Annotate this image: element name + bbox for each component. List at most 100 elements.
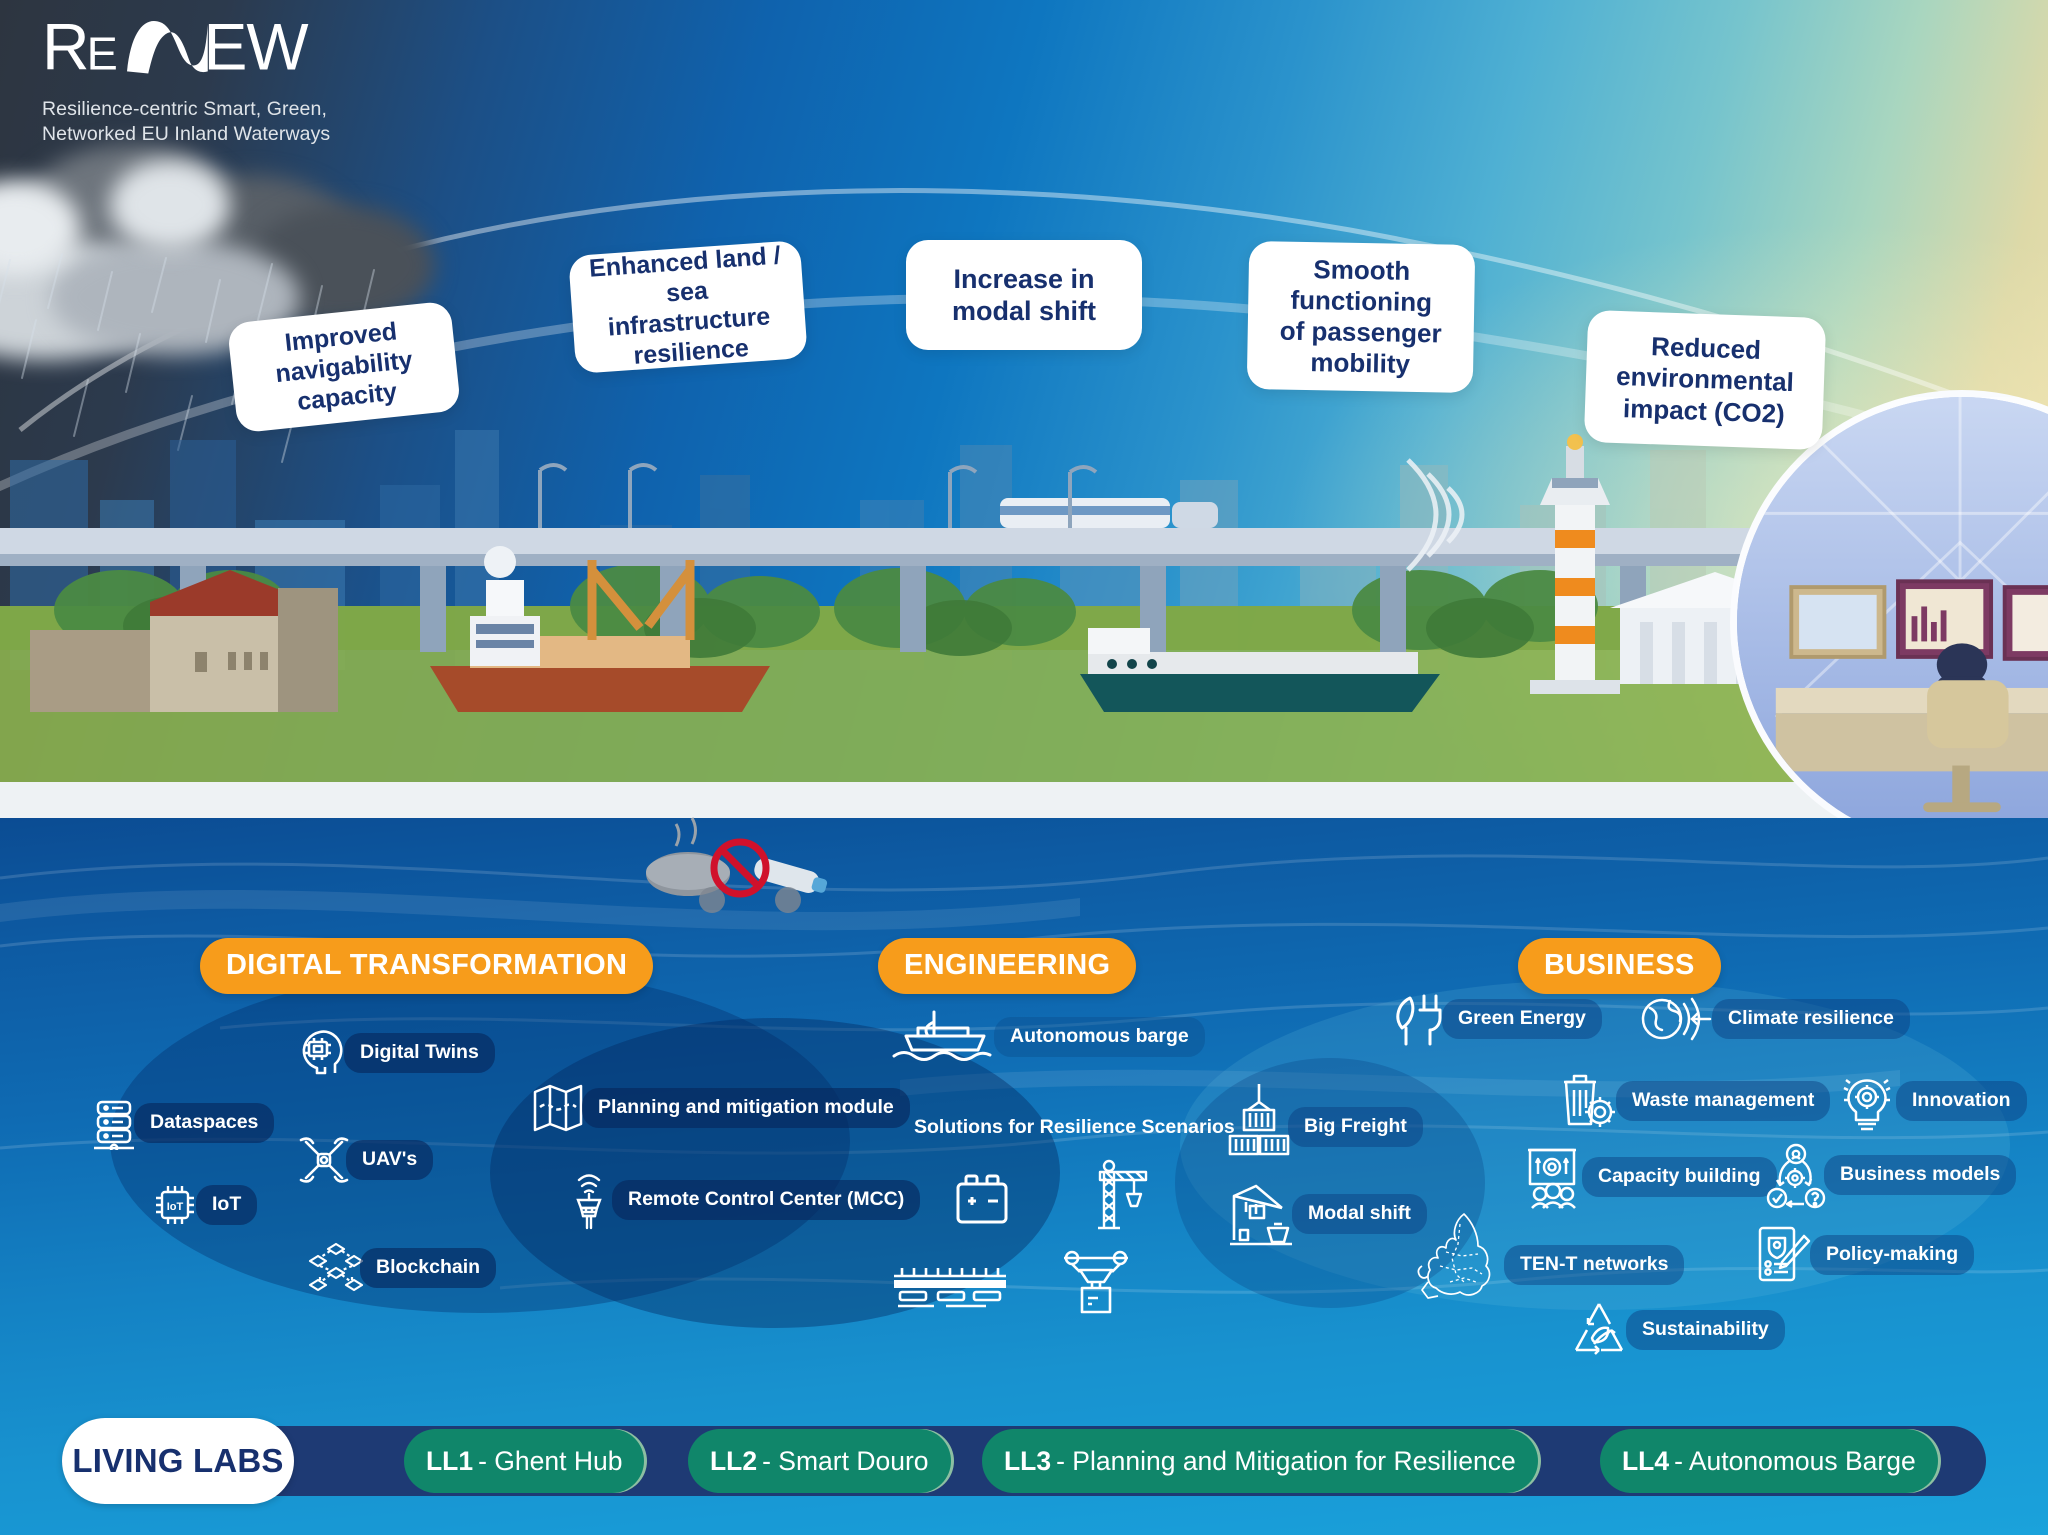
cluster-blob-business xyxy=(1180,980,2010,1310)
tagline-line-2: Networked EU Inland Waterways xyxy=(42,122,331,145)
item-label: TEN-T networks xyxy=(1504,1245,1685,1285)
ll-name: - Planning and Mitigation for Resilience xyxy=(1056,1445,1516,1476)
item-policy-making[interactable]: Policy-making xyxy=(1752,1222,1975,1288)
tower-crane-icon xyxy=(1098,1159,1148,1230)
drone-quadcopter-icon xyxy=(299,1137,349,1183)
training-board-icon xyxy=(1528,1148,1576,1209)
europe-map-icon xyxy=(1417,1213,1491,1299)
bridge-icon xyxy=(894,1268,1006,1308)
item-label: Policy-making xyxy=(1810,1235,1975,1275)
ll-code: LL3 xyxy=(1004,1445,1052,1476)
item-label: Solutions for Resilience Scenarios xyxy=(914,1116,1235,1138)
cycle-persons-icon xyxy=(1766,1143,1826,1209)
item-label: Digital Twins xyxy=(344,1033,495,1073)
item-iot[interactable]: IoT IoT xyxy=(150,1180,258,1230)
item-label: Innovation xyxy=(1896,1081,2027,1121)
logo-tagline: Resilience-centric Smart, Green, Network… xyxy=(42,97,462,146)
water-surface-waves xyxy=(0,854,2048,1294)
item-label: Autonomous barge xyxy=(994,1017,1205,1057)
item-label: Modal shift xyxy=(1292,1194,1427,1234)
item-green-energy[interactable]: Green Energy xyxy=(1388,988,1602,1050)
item-label: Planning and mitigation module xyxy=(582,1088,910,1128)
bin-gear-icon xyxy=(1564,1074,1615,1127)
container-stack-icon xyxy=(1228,1084,1290,1156)
ll-name: - Autonomous Barge xyxy=(1674,1445,1916,1476)
no-pollution-sign xyxy=(646,817,828,913)
category-pill-business[interactable]: BUSINESS xyxy=(1518,938,1721,994)
leaf-plug-icon xyxy=(1396,994,1442,1046)
head-chip-icon xyxy=(302,1030,343,1075)
remote-control-room-circle xyxy=(1730,390,2048,854)
item-capacity-building[interactable]: Capacity building xyxy=(1522,1142,1777,1212)
item-ten-t-networks[interactable]: TEN-T networks xyxy=(1412,1210,1685,1320)
item-innovation[interactable]: Innovation xyxy=(1838,1068,2027,1134)
item-climate-resilience[interactable]: Climate resilience xyxy=(1640,988,1910,1050)
delivery-drone-icon xyxy=(1064,1250,1128,1314)
control-tower-icon xyxy=(576,1174,602,1230)
ll-code: LL4 xyxy=(1622,1445,1670,1476)
living-labs-title: LIVING LABS xyxy=(62,1418,294,1504)
living-lab-pill-ll1[interactable]: LL1 - Ghent Hub xyxy=(404,1429,645,1493)
item-remote-control-center[interactable]: Remote Control Center (MCC) xyxy=(562,1170,921,1230)
item-label: Waste management xyxy=(1616,1081,1831,1121)
svg-text:R: R xyxy=(42,14,89,82)
ll-name: - Ghent Hub xyxy=(478,1445,623,1476)
item-autonomous-barge[interactable]: Autonomous barge xyxy=(888,1006,1205,1068)
item-digital-twins[interactable]: Digital Twins xyxy=(294,1026,495,1080)
folded-map-icon xyxy=(533,1084,583,1132)
server-stack-icon xyxy=(94,1100,134,1150)
port-crane-icon xyxy=(1230,1184,1292,1246)
svg-text:IoT: IoT xyxy=(167,1201,184,1213)
item-label: UAV's xyxy=(346,1140,434,1180)
svg-text:E: E xyxy=(87,27,118,79)
storm-cloud xyxy=(0,120,520,420)
lightbulb-gear-icon xyxy=(1843,1079,1891,1131)
blockchain-nodes-icon xyxy=(308,1242,364,1292)
item-dataspaces[interactable]: Dataspaces xyxy=(88,1096,275,1150)
item-modal-shift[interactable]: Modal shift xyxy=(1226,1178,1427,1250)
item-label: Sustainability xyxy=(1626,1310,1785,1350)
item-label: Big Freight xyxy=(1288,1107,1423,1147)
item-label: Remote Control Center (MCC) xyxy=(612,1180,921,1220)
barge-vessel-icon xyxy=(892,1010,992,1061)
cluster-blob-business-2 xyxy=(1175,1058,1485,1308)
item-waste-management[interactable]: Waste management xyxy=(1556,1068,1831,1134)
item-big-freight[interactable]: Big Freight xyxy=(1226,1082,1423,1172)
item-business-models[interactable]: Business models xyxy=(1762,1140,2017,1210)
svg-text:EW: EW xyxy=(204,14,309,82)
item-uavs[interactable]: UAV's xyxy=(298,1134,434,1186)
item-label: Business models xyxy=(1824,1155,2017,1195)
ll-code: LL2 xyxy=(710,1445,758,1476)
category-pill-engineering[interactable]: ENGINEERING xyxy=(878,938,1137,994)
battery-icon xyxy=(956,1174,1008,1224)
item-planning-mitigation-module[interactable]: Planning and mitigation module xyxy=(530,1080,910,1136)
recycle-leaf-icon xyxy=(1574,1303,1624,1355)
globe-waves-icon xyxy=(1641,997,1712,1041)
item-label: Green Energy xyxy=(1442,999,1602,1039)
item-label: Dataspaces xyxy=(134,1103,275,1143)
renew-logo: R E EW Resilience-centric Smart, Green, … xyxy=(42,9,462,146)
living-lab-pill-ll2[interactable]: LL2 - Smart Douro xyxy=(688,1429,951,1493)
living-lab-pill-ll4[interactable]: LL4 - Autonomous Barge xyxy=(1600,1429,1938,1493)
item-solutions-resilience-scenarios[interactable]: Solutions for Resilience Scenarios xyxy=(902,1108,1251,1148)
iot-chip-icon: IoT xyxy=(156,1186,194,1224)
item-label: Blockchain xyxy=(360,1248,497,1288)
item-label: IoT xyxy=(196,1185,258,1225)
item-label: Capacity building xyxy=(1582,1157,1777,1197)
item-label: Climate resilience xyxy=(1712,999,1910,1039)
category-pill-digital-transformation[interactable]: DIGITAL TRANSFORMATION xyxy=(200,938,654,994)
tagline-line-1: Resilience-centric Smart, Green, xyxy=(42,98,327,120)
living-lab-pill-ll3[interactable]: LL3 - Planning and Mitigation for Resili… xyxy=(982,1429,1538,1493)
item-blockchain[interactable]: Blockchain xyxy=(308,1240,497,1296)
policy-document-icon xyxy=(1758,1226,1811,1282)
city-port-scene xyxy=(0,430,2048,820)
ll-code: LL1 xyxy=(426,1445,474,1476)
renew-wordmark: R E EW xyxy=(42,9,309,83)
item-sustainability[interactable]: Sustainability xyxy=(1568,1298,1785,1362)
